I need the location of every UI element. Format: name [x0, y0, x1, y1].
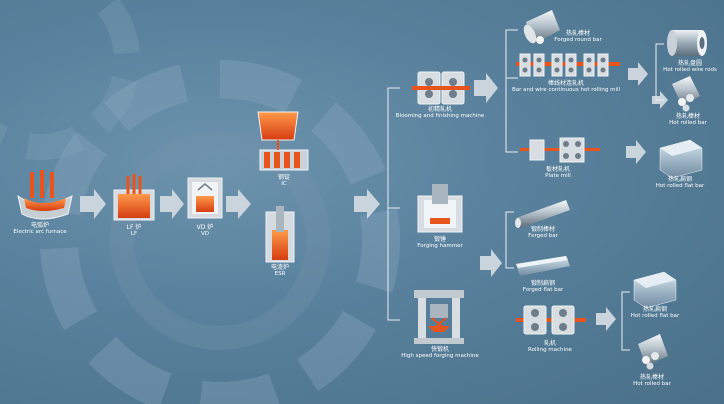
hot-rolled-bar-1-icon — [672, 76, 700, 112]
arrow-wire-rods — [628, 62, 648, 86]
label-bar-1-en: Hot rolled bar — [669, 120, 707, 126]
label-rolling-machine-cn: 轧机 — [543, 340, 557, 347]
arrow-flat-2 — [596, 307, 616, 331]
label-forging-hammer-cn: 锻锤 — [433, 236, 446, 243]
label-flat-bar-1-en: Hot rolled flat bar — [655, 183, 705, 189]
label-high-speed-forging-en: High speed forging machine — [401, 353, 479, 359]
label-bar-1-cn: 热轧棒材 — [675, 113, 700, 120]
label-blooming-en: Blooming and finishing machine — [395, 113, 485, 119]
plate-mill-icon — [520, 137, 600, 163]
label-high-speed-forging: 快锻机 High speed forging machine — [401, 346, 479, 360]
hot-rolled-bar-2-icon — [638, 334, 668, 370]
label-hot-rolled-wire-rods: 热轧盘圆 Hot rolled wire rods — [663, 60, 717, 74]
label-wire-rods-cn: 热轧盘圆 — [677, 60, 703, 67]
label-rolling-machine-en: Rolling machine — [528, 347, 572, 353]
label-forging-hammer-en: Forging hammer — [417, 243, 463, 249]
label-forging-hammer: 锻锤 Forging hammer — [417, 236, 462, 250]
label-hot-rolled-bar-2: 热轧棒材 Hot rolled bar — [633, 374, 671, 388]
arrow-to-mills — [354, 189, 380, 219]
label-ic: 钢锭 IC — [278, 174, 290, 188]
label-bar-2-en: Hot rolled bar — [633, 381, 671, 387]
label-flat-bar-2-cn: 热轧扁钢 — [642, 306, 668, 313]
label-plate-mill-cn: 板材轧机 — [545, 166, 571, 173]
label-hot-rolled-flat-bar-2: 热轧扁钢 Hot rolled flat bar — [631, 306, 679, 320]
label-esr-en: ESR — [274, 271, 286, 277]
arrow-vd-next — [226, 189, 251, 219]
lf-icon — [113, 174, 155, 221]
vd-icon — [187, 177, 223, 219]
bar-wire-mill-icon — [516, 53, 620, 77]
label-bar-2-cn: 热轧棒材 — [639, 374, 664, 381]
label-esr-cn: 电渣炉 — [270, 264, 290, 271]
label-vd-cn: VD 炉 — [196, 224, 214, 231]
bracket-lines — [387, 29, 664, 351]
label-blooming-cn: 初精轧机 — [427, 106, 452, 113]
label-blooming: 初精轧机 Blooming and finishing machine — [396, 106, 484, 120]
label-forged-flat-bar-en: Forged flat bar — [522, 287, 564, 293]
bracket-main — [387, 87, 400, 321]
arrow-flat-1 — [626, 140, 646, 164]
label-wire-rods-en: Hot rolled wire rods — [663, 67, 717, 73]
label-vd: VD 炉 VD — [197, 224, 214, 238]
label-forged-bar-en: Forged bar — [528, 233, 558, 239]
flow-arrows — [80, 62, 668, 331]
label-flat-bar-1-cn: 热轧扁钢 — [667, 176, 693, 183]
arrow-forged-out — [480, 249, 502, 277]
label-rolling-machine: 轧机 Rolling machine — [528, 340, 572, 354]
wire-rods-coil-icon — [667, 30, 707, 56]
label-vd-en: VD — [200, 231, 209, 237]
label-forged-bar: 锻制棒材 Forged bar — [528, 226, 558, 240]
forged-round-bar-icon — [523, 10, 560, 44]
label-eaf-en: Electric arc furnace — [13, 229, 67, 235]
label-forged-round-bar-en: Forged round bar — [554, 37, 602, 43]
arrow-eaf-lf — [80, 189, 106, 219]
ic-icon — [257, 111, 309, 171]
label-forged-round-bar: 热轧棒材 Forged round bar — [554, 30, 601, 44]
forged-bar-icon — [515, 200, 570, 228]
label-forged-flat-bar: 锻制扁钢 Forged flat bar — [523, 280, 563, 294]
label-lf: LF 炉 LF — [127, 224, 142, 238]
hot-rolled-flat-bar-2-icon — [633, 271, 677, 309]
forged-flat-bar-icon — [516, 256, 570, 276]
label-high-speed-forging-cn: 快锻机 — [430, 346, 450, 353]
label-bar-wire-mill-en: Bar and wire continuous hot rolling mill — [511, 87, 621, 93]
label-forged-flat-bar-cn: 锻制扁钢 — [530, 280, 556, 287]
label-lf-en: LF — [130, 231, 138, 237]
bracket-forged — [505, 211, 514, 269]
label-forged-round-bar-cn: 热轧棒材 — [565, 30, 591, 37]
forging-hammer-icon — [417, 184, 463, 233]
label-bar-wire-mill-cn: 棒线材连轧机 — [547, 80, 584, 87]
blooming-mill-icon — [412, 71, 470, 105]
eaf-icon — [17, 170, 73, 220]
esr-icon — [265, 206, 295, 263]
label-esr: 电渣炉 ESR — [271, 264, 289, 278]
bracket-blooming — [505, 29, 518, 153]
bracket-wire — [655, 43, 664, 101]
label-bar-wire-mill: 棒线材连轧机 Bar and wire continuous hot rolli… — [512, 80, 620, 94]
arrow-blooming-out — [474, 73, 498, 103]
label-eaf-cn: 电弧炉 — [30, 222, 50, 229]
rolling-machine-icon — [516, 305, 586, 335]
label-flat-bar-2-en: Hot rolled flat bar — [630, 313, 680, 319]
label-hot-rolled-flat-bar-1: 热轧扁钢 Hot rolled flat bar — [656, 176, 704, 190]
label-ic-cn: 钢锭 — [277, 174, 291, 181]
bracket-rolling — [621, 291, 630, 351]
label-forged-bar-cn: 锻制棒材 — [530, 226, 556, 233]
label-plate-mill-en: Plate mill — [545, 173, 571, 179]
label-plate-mill: 板材轧机 Plate mill — [545, 166, 570, 180]
high-speed-forging-icon — [414, 290, 464, 344]
label-hot-rolled-bar-1: 热轧棒材 Hot rolled bar — [669, 113, 707, 127]
label-lf-cn: LF 炉 — [126, 224, 142, 231]
arrow-lf-vd — [160, 189, 184, 219]
hot-rolled-flat-bar-1-icon — [659, 139, 703, 179]
label-eaf: 电弧炉 Electric arc furnace — [13, 222, 66, 236]
label-ic-en: IC — [281, 181, 287, 187]
